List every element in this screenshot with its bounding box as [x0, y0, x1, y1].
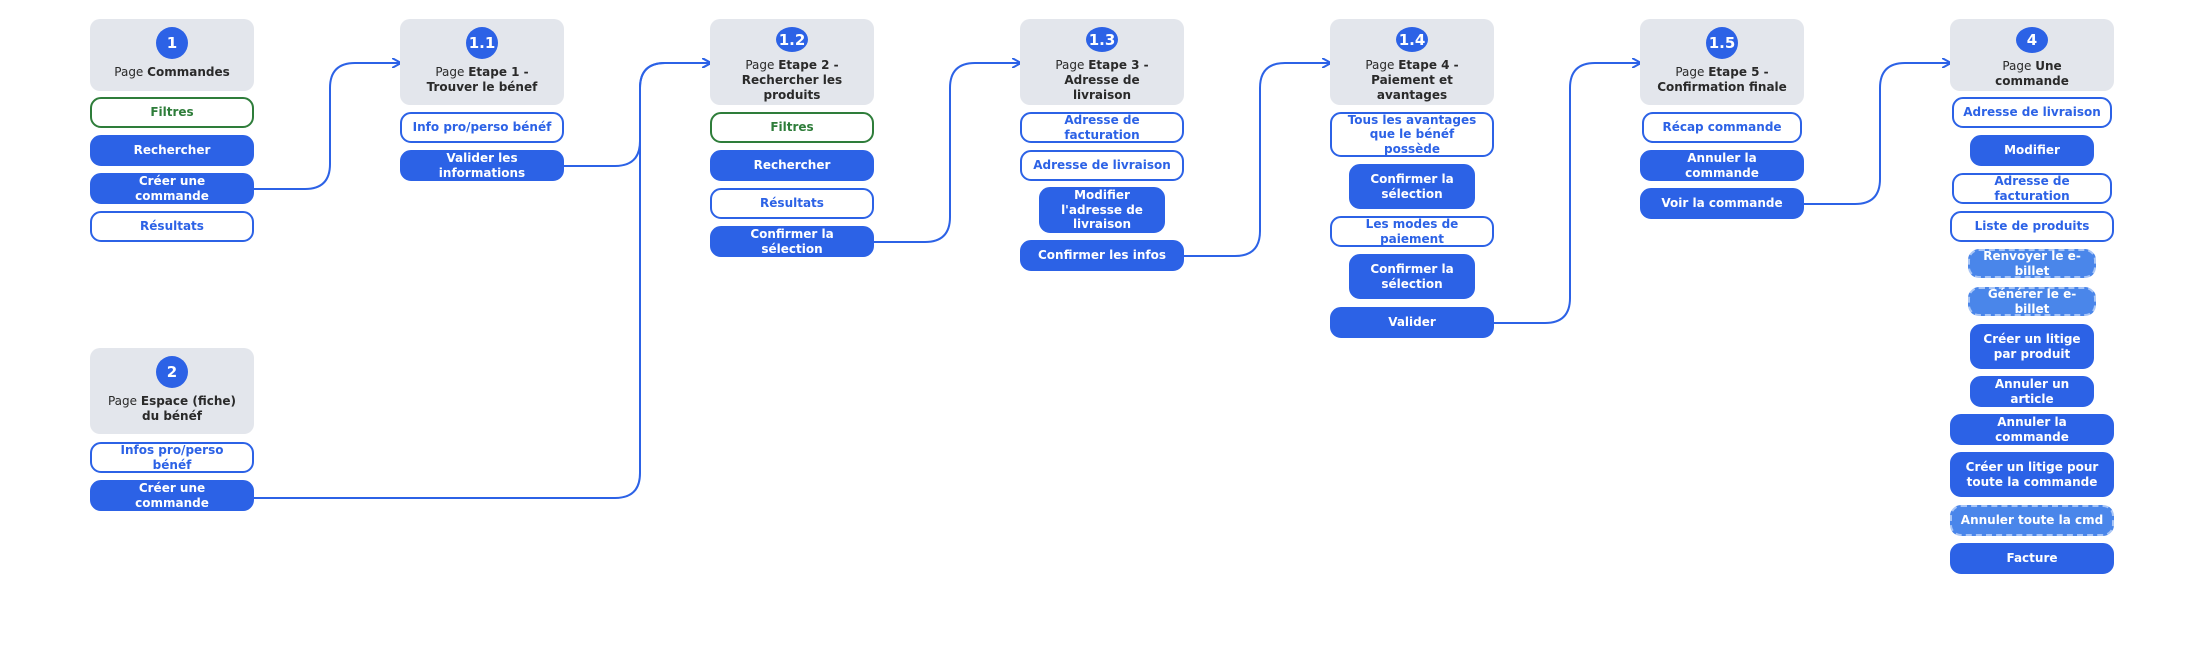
adresse-facturation-item[interactable]: Adresse de facturation — [1020, 112, 1184, 143]
page-header-commandes: 1 Page Commandes — [90, 19, 254, 91]
page-header-etape-3: 1.3 Page Etape 3 - Adresse de livraison — [1020, 19, 1184, 105]
arrow-c15-to-c4 — [1804, 63, 1950, 205]
adresse-facturation-item[interactable]: Adresse de facturation — [1952, 173, 2112, 204]
creer-commande-button[interactable]: Créer une commande — [90, 173, 254, 204]
recap-commande-item[interactable]: Récap commande — [1642, 112, 1802, 143]
valider-informations-button[interactable]: Valider les informations — [400, 150, 564, 181]
page-header-espace-benef: 2 Page Espace (fiche) du bénéf — [90, 348, 254, 434]
info-benef-item[interactable]: Info pro/perso bénéf — [400, 112, 564, 143]
avantages-benef-item[interactable]: Tous les avantages que le bénéf possède — [1330, 112, 1494, 157]
creer-litige-commande-button[interactable]: Créer un litige pour toute la commande — [1950, 452, 2114, 497]
page-title: Page Etape 2 - Rechercher les produits — [741, 58, 843, 102]
generer-ebillet-button[interactable]: Générer le e-billet — [1968, 287, 2096, 316]
step-number-badge: 1.5 — [1706, 27, 1738, 59]
step-number-badge: 1.4 — [1396, 27, 1428, 52]
rechercher-button[interactable]: Rechercher — [90, 135, 254, 166]
liste-produits-item[interactable]: Liste de produits — [1950, 211, 2114, 242]
filtres-button[interactable]: Filtres — [90, 97, 254, 128]
modes-paiement-item[interactable]: Les modes de paiement — [1330, 216, 1494, 247]
page-title: Page Commandes — [114, 65, 230, 79]
step-number-badge: 1.3 — [1086, 27, 1118, 52]
step-number-badge: 1.2 — [776, 27, 808, 52]
annuler-commande-button[interactable]: Annuler la commande — [1950, 414, 2114, 445]
page-header-etape-5: 1.5 Page Etape 5 - Confirmation finale — [1640, 19, 1804, 105]
valider-button[interactable]: Valider — [1330, 307, 1494, 338]
arrow-c14-to-c15 — [1494, 63, 1640, 324]
annuler-commande-button[interactable]: Annuler la commande — [1640, 150, 1804, 181]
step-number-badge: 1.1 — [466, 27, 498, 59]
confirmer-infos-button[interactable]: Confirmer les infos — [1020, 240, 1184, 271]
arrow-c11-to-c12 — [564, 63, 710, 167]
creer-litige-produit-button[interactable]: Créer un litige par produit — [1970, 324, 2094, 369]
voir-commande-button[interactable]: Voir la commande — [1640, 188, 1804, 219]
arrow-c12-to-c13 — [874, 63, 1020, 243]
modifier-button[interactable]: Modifier — [1970, 135, 2094, 166]
renvoyer-ebillet-button[interactable]: Renvoyer le e-billet — [1968, 249, 2096, 278]
resultats-item[interactable]: Résultats — [90, 211, 254, 242]
step-number-badge: 2 — [156, 356, 188, 388]
modifier-adresse-button[interactable]: Modifier l'adresse de livraison — [1039, 187, 1165, 233]
arrow-c13-to-c14 — [1184, 63, 1330, 257]
page-title: Page Etape 4 - Paiement et avantages — [1365, 58, 1459, 102]
page-title: Page Etape 1 - Trouver le bénef — [426, 65, 538, 94]
page-header-une-commande: 4 Page Une commande — [1950, 19, 2114, 91]
adresse-livraison-item[interactable]: Adresse de livraison — [1020, 150, 1184, 181]
annuler-article-button[interactable]: Annuler un article — [1970, 376, 2094, 407]
page-header-etape-4: 1.4 Page Etape 4 - Paiement et avantages — [1330, 19, 1494, 105]
rechercher-button[interactable]: Rechercher — [710, 150, 874, 181]
facture-button[interactable]: Facture — [1950, 543, 2114, 574]
confirmer-selection-paiement-button[interactable]: Confirmer la sélection — [1349, 254, 1475, 299]
arrow-c1-to-c11 — [254, 63, 400, 190]
filtres-button[interactable]: Filtres — [710, 112, 874, 143]
confirmer-selection-button[interactable]: Confirmer la sélection — [710, 226, 874, 257]
page-header-etape-1: 1.1 Page Etape 1 - Trouver le bénef — [400, 19, 564, 105]
page-title: Page Une commande — [1995, 59, 2069, 88]
step-number-badge: 4 — [2016, 27, 2048, 53]
annuler-toute-cmd-button[interactable]: Annuler toute la cmd — [1950, 505, 2114, 536]
page-header-etape-2: 1.2 Page Etape 2 - Rechercher les produi… — [710, 19, 874, 105]
confirmer-selection-avantages-button[interactable]: Confirmer la sélection — [1349, 164, 1475, 209]
step-number-badge: 1 — [156, 27, 188, 59]
creer-commande-button[interactable]: Créer une commande — [90, 480, 254, 511]
page-title: Page Etape 5 - Confirmation finale — [1657, 65, 1787, 94]
adresse-livraison-item[interactable]: Adresse de livraison — [1952, 97, 2112, 128]
page-title: Page Etape 3 - Adresse de livraison — [1055, 58, 1149, 102]
infos-benef-item[interactable]: Infos pro/perso bénéf — [90, 442, 254, 473]
resultats-item[interactable]: Résultats — [710, 188, 874, 219]
page-title: Page Espace (fiche) du bénéf — [107, 394, 236, 423]
